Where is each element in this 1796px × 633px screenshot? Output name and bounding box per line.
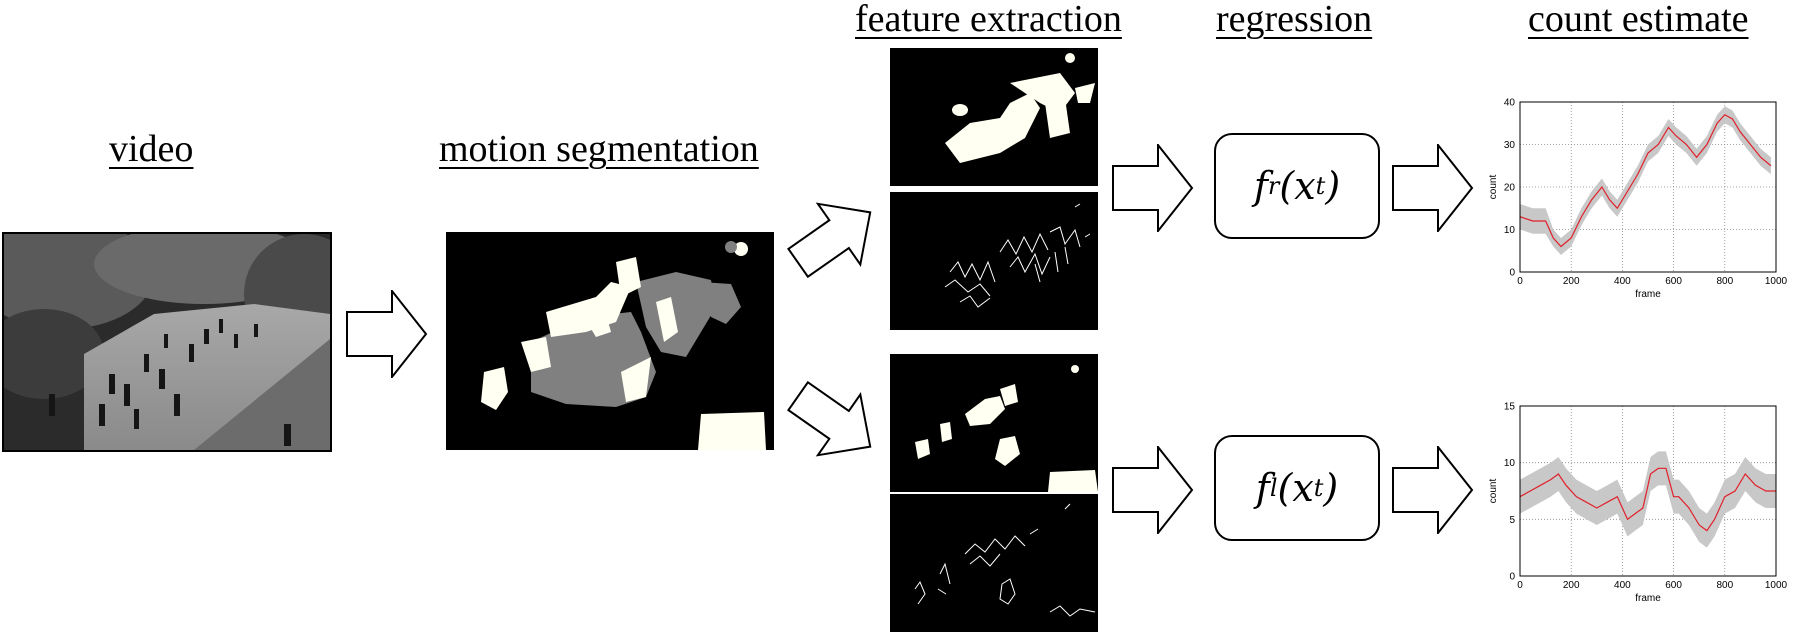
x-tick-label: 1000: [1765, 276, 1788, 287]
edge-feature-bottom: [890, 494, 1098, 632]
x-tick-label: 1000: [1765, 580, 1788, 591]
function-name: f: [1253, 164, 1268, 208]
title-regression: regression: [1216, 0, 1373, 40]
motion-segmentation-frame: [446, 232, 774, 450]
x-axis-label: frame: [1635, 289, 1661, 300]
x-tick-label: 0: [1517, 276, 1523, 287]
function-subscript: l: [1269, 474, 1278, 502]
x-tick-label: 800: [1716, 276, 1733, 287]
arrow-regression-to-count-bottom: [1392, 446, 1474, 534]
x-axis-label: frame: [1635, 593, 1661, 604]
arrow-features-to-regression-top: [1112, 144, 1194, 232]
argument: x: [1292, 466, 1314, 510]
function-subscript: r: [1267, 172, 1280, 200]
x-tick-label: 600: [1665, 276, 1682, 287]
y-tick-label: 20: [1504, 183, 1516, 194]
x-tick-label: 200: [1563, 580, 1580, 591]
uncertainty-band: [1520, 106, 1771, 255]
x-tick-label: 800: [1716, 580, 1733, 591]
title-feature-extraction: feature extraction: [855, 0, 1122, 40]
y-tick-label: 0: [1509, 572, 1515, 583]
region-feature-top: [890, 48, 1098, 186]
y-tick-label: 40: [1504, 98, 1516, 109]
y-tick-label: 10: [1504, 225, 1516, 236]
y-axis-label: count: [1488, 175, 1499, 200]
arrow-segmentation-to-region-features: [786, 202, 872, 279]
x-tick-label: 200: [1563, 276, 1580, 287]
region-feature-bottom: [890, 354, 1098, 492]
close-paren: ): [1325, 164, 1341, 208]
x-tick-label: 400: [1614, 276, 1631, 287]
close-paren: ): [1323, 466, 1339, 510]
x-tick-label: 0: [1517, 580, 1523, 591]
count-plot-top: 0 200 400 600 800 1000 0 10 20 30 40 frame count: [1488, 98, 1788, 301]
x-tick-label: 600: [1665, 580, 1682, 591]
y-tick-label: 15: [1504, 402, 1516, 413]
argument-subscript: t: [1315, 172, 1326, 200]
open-paren: (: [1277, 466, 1293, 510]
plot-frame: [1519, 101, 1777, 273]
y-tick-label: 5: [1509, 515, 1515, 526]
x-tick-label: 400: [1614, 580, 1631, 591]
count-line: [1519, 113, 1772, 248]
title-video: video: [109, 128, 194, 170]
y-axis-label: count: [1488, 479, 1499, 504]
plot-frame: [1519, 405, 1777, 577]
argument-subscript: t: [1313, 474, 1324, 502]
arrow-segmentation-to-edge-features: [786, 380, 872, 457]
arrow-regression-to-count-top: [1392, 144, 1474, 232]
arrow-video-to-segmentation: [346, 290, 428, 378]
uncertainty-band: [1520, 451, 1776, 548]
y-tick-label: 0: [1509, 268, 1515, 279]
title-motion-segmentation: motion segmentation: [439, 128, 759, 170]
video-frame: [2, 232, 332, 452]
argument: x: [1294, 164, 1316, 208]
count-plot-bottom: 0 200 400 600 800 1000 0 5 10 15 frame count: [1488, 402, 1788, 605]
open-paren: (: [1279, 164, 1295, 208]
edge-feature-top: [890, 192, 1098, 330]
title-count-estimate: count estimate: [1528, 0, 1749, 40]
y-tick-label: 10: [1504, 458, 1516, 469]
arrow-features-to-regression-bottom: [1112, 446, 1194, 534]
count-line: [1519, 467, 1776, 532]
function-name: f: [1255, 466, 1270, 510]
y-tick-label: 30: [1504, 140, 1516, 151]
